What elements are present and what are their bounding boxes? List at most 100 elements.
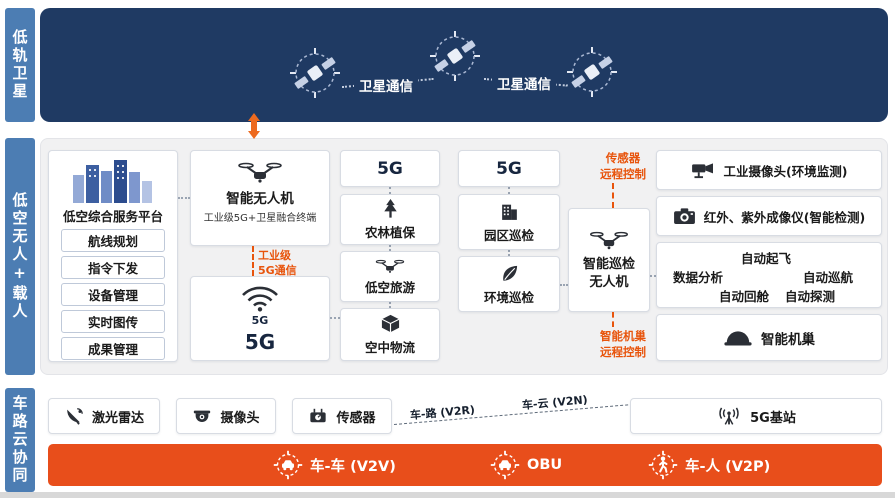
nest-icon [723,329,753,346]
platform-item: 指令下发 [61,256,165,279]
obu-item: OBU [490,450,562,480]
v2p-label: 车-人 (V2P) [685,458,771,475]
dotted-connector [178,197,190,199]
industrial-5g-link-label: 工业级 5G通信 [258,249,297,278]
antenna-icon [716,407,742,426]
package-icon [380,313,401,334]
section-label-airspace: 低空无人+载人 [5,138,35,375]
dotted-connector [650,275,656,277]
bottom-edge-strip [0,492,895,498]
auto-return-label: 自动回舱 [719,289,770,304]
inspection-drone-label: 智能巡检 无人机 [582,256,635,290]
platform-title: 低空综合服务平台 [62,209,163,224]
orange-dashed-line [612,183,614,208]
cctv-icon [691,161,716,180]
col-5g-header-agri: 5G [340,150,440,187]
camera-icon [673,207,696,225]
base-station-box: 5G基站 [630,398,882,434]
section-label-satellite: 低轨卫星 [5,8,35,122]
building-icon [499,201,520,222]
platform-item: 实时图传 [61,310,165,333]
ground-5g-icon-label: 5G [251,313,269,327]
dotted-connector [389,302,391,308]
ground-5g-big-label: 5G [244,329,276,354]
industrial-camera-box: 工业摄像头(环境监测) [656,150,882,190]
v2n-label: 车-云 (V2N) [521,393,589,412]
radar-icon [64,407,84,426]
ground-5g-box: 5G 5G [190,276,330,361]
tourism-box: 低空旅游 [340,251,440,302]
dotted-connector [330,317,340,319]
up-down-arrow-icon [248,113,260,139]
tree-icon [380,198,401,219]
v2v-label: 车-车 (V2V) [310,458,396,475]
lidar-box: 激光雷达 [48,398,160,434]
dotted-connector [389,245,391,251]
v2r-label: 车-路 (V2R) [409,403,476,422]
tourism-label: 低空旅游 [364,279,415,295]
nest-label: 智能机巢 [761,331,815,348]
env-inspection-box: 环境巡检 [458,256,560,312]
dotted-connector [508,250,510,256]
agriculture-box: 农林植保 [340,194,440,245]
agriculture-label: 农林植保 [364,225,415,240]
dotted-connector [389,187,391,194]
smart-drone-box: 智能无人机 工业级5G+卫星融合终端 [190,150,330,246]
inspection-drone-box: 智能巡检 无人机 [568,208,650,312]
auto-cruise-label: 自动巡航 [803,270,854,285]
satellite-link-label: 卫星通信 [354,74,418,96]
sensor-icon [308,407,328,425]
lidar-label: 激光雷达 [91,410,144,426]
logistics-box: 空中物流 [340,308,440,361]
satellite-icon [428,29,482,83]
drone-icon [375,258,405,274]
obu-label: OBU [527,457,563,473]
car-target-icon [273,450,303,480]
platform-box: 低空综合服务平台 航线规划 指令下发 设备管理 实时图传 成果管理 [48,150,178,362]
logistics-label: 空中物流 [364,340,415,355]
platform-item: 成果管理 [61,337,165,360]
smart-drone-title: 智能无人机 [226,191,294,207]
satellite-link-label: 卫星通信 [492,72,556,94]
nest-box: 智能机巢 [656,314,882,361]
pedestrian-target-icon [648,450,678,480]
smart-drone-subtitle: 工业级5G+卫星融合终端 [203,213,317,224]
sensor-label: 传感器 [336,410,376,426]
leaf-icon [499,263,520,284]
sensor-box: 传感器 [292,398,392,434]
drone-icon [589,229,629,251]
v2v-item: 车-车 (V2V) [273,450,396,480]
nest-remote-label: 智能机巢 远程控制 [600,329,646,360]
orange-dashed-line [612,312,614,327]
satellite-panel: 卫星通信 卫星通信 [40,8,888,122]
satellite-icon [565,45,619,99]
env-inspection-label: 环境巡检 [483,289,534,305]
dotted-connector [560,284,568,286]
imager-label: 红外、紫外成像仪(智能检测) [703,209,866,225]
data-analysis-label: 数据分析 [673,270,724,285]
vehicle-bar: 车-车 (V2V) OBU 车-人 (V2P) [48,444,882,486]
satellite-icon [288,46,342,100]
platform-item: 设备管理 [61,283,165,306]
imager-box: 红外、紫外成像仪(智能检测) [656,196,882,236]
car-target-icon [490,450,520,480]
section-label-vehicle: 车路云协同 [5,388,35,492]
base-station-label: 5G基站 [750,410,796,426]
camera-label: 摄像头 [220,410,260,426]
col-5g-header-label: 5G [377,158,403,179]
col-5g-header-label: 5G [496,158,522,179]
industrial-5g-dashed-line [252,246,254,276]
auto-takeoff-label: 自动起飞 [741,251,792,266]
park-inspection-box: 园区巡检 [458,194,560,250]
platform-item: 航线规划 [61,229,165,252]
v2p-item: 车-人 (V2P) [648,450,770,480]
auto-detect-label: 自动探测 [785,289,836,304]
park-inspection-label: 园区巡检 [483,227,534,243]
analysis-box: 自动起飞 数据分析 自动巡航 自动回舱 自动探测 [656,242,882,308]
wifi-icon [240,284,280,312]
industrial-camera-label: 工业摄像头(环境监测) [723,163,848,179]
dome-camera-icon [192,409,212,424]
dotted-connector [508,187,510,194]
drone-icon [237,160,283,184]
